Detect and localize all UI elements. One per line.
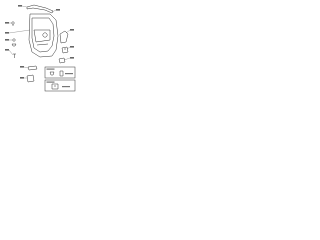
clip-part-upper: [11, 21, 15, 26]
bottom-trim-part: [27, 65, 38, 71]
pocket-part: [26, 74, 35, 83]
callout-marker: [5, 39, 9, 41]
switch-panel-part: [61, 46, 69, 54]
callout-marker: [5, 32, 9, 34]
callout-marker: [56, 9, 60, 11]
door-trim-panel: [28, 13, 59, 58]
callout-marker: [18, 5, 22, 7]
inset-bracket-box: [44, 79, 76, 92]
callout-marker: [5, 49, 9, 51]
parts-diagram: [0, 0, 88, 93]
armrest-part: [59, 30, 69, 44]
callout-leader-lines: [8, 5, 71, 79]
inset-clip-box: [44, 66, 76, 79]
callout-marker: [20, 77, 24, 79]
callout-marker: [70, 29, 74, 31]
diagram-canvas: [5, 4, 76, 92]
callout-marker: [20, 66, 24, 68]
callout-marker: [70, 46, 74, 48]
callout-marker: [5, 22, 9, 24]
callout-markers: [5, 5, 74, 79]
screw-part-lower: [13, 53, 16, 58]
callout-marker: [70, 57, 74, 59]
door-garnish-strip: [26, 4, 54, 14]
handle-part: [58, 57, 66, 64]
